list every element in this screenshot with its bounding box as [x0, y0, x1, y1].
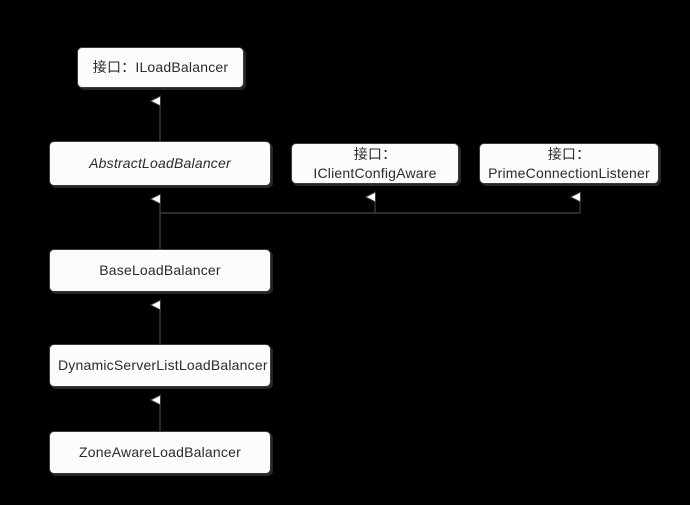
class-node-label: BaseLoadBalancer [99, 262, 221, 278]
class-node-label: AbstractLoadBalancer [89, 155, 231, 171]
class-node-abstractloadbalancer[interactable]: AbstractLoadBalancer [49, 141, 271, 186]
class-node-dynamicserverlistloadbalancer[interactable]: DynamicServerListLoadBalancer [49, 344, 271, 387]
class-node-baseloadbalancer[interactable]: BaseLoadBalancer [49, 249, 271, 292]
class-node-zoneawareloadbalancer[interactable]: ZoneAwareLoadBalancer [49, 431, 271, 474]
class-node-label: ZoneAwareLoadBalancer [79, 444, 241, 460]
class-node-primeconnectionlistener[interactable]: 接口： PrimeConnectionListener [479, 143, 659, 184]
class-node-iclientconfigaware[interactable]: 接口： IClientConfigAware [291, 143, 459, 184]
class-node-label: DynamicServerListLoadBalancer [58, 357, 268, 373]
class-node-label: 接口：ILoadBalancer [92, 59, 229, 75]
class-node-label: 接口： PrimeConnectionListener [488, 145, 650, 181]
class-node-iloadbalancer[interactable]: 接口：ILoadBalancer [77, 47, 244, 88]
class-node-label: 接口： IClientConfigAware [313, 145, 437, 181]
